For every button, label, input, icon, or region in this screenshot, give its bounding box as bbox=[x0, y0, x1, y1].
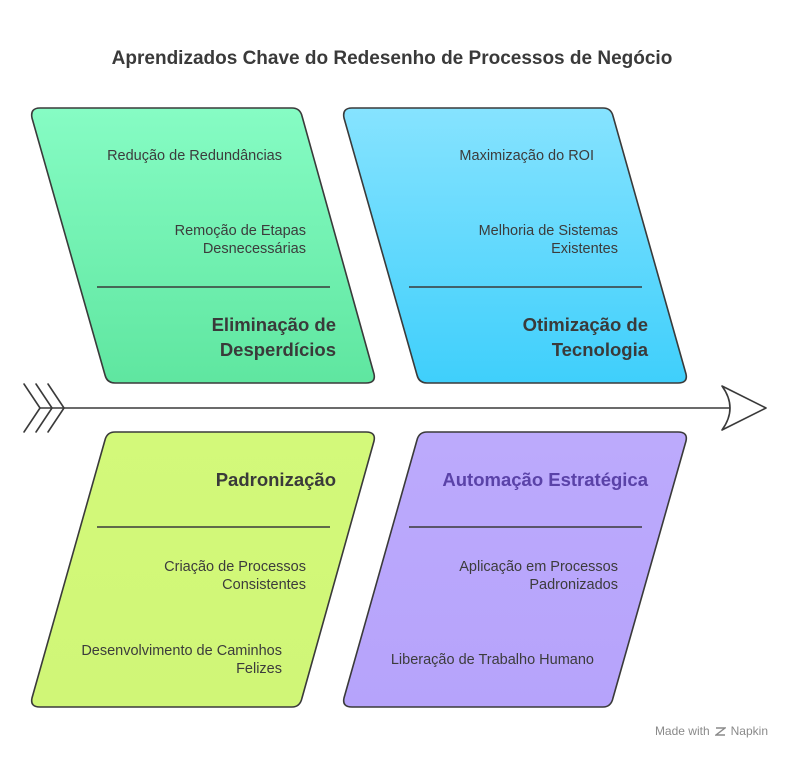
panel-shape-otimizacao bbox=[342, 107, 688, 384]
item-reducao-redundancias: Redução de Redundâncias bbox=[107, 148, 282, 164]
heading-otimizacao-tecnologia: Otimização de Tecnologia bbox=[522, 314, 648, 360]
napkin-logo-icon bbox=[714, 726, 726, 736]
made-with-napkin-credit[interactable]: Made with Napkin bbox=[655, 724, 768, 738]
heading-padronizacao: Padronização bbox=[215, 469, 336, 490]
panel-shape-automacao bbox=[342, 431, 688, 708]
item-aplicacao-processos: Aplicação em Processos Padronizados bbox=[459, 559, 618, 593]
heading-eliminacao-desperdicios: Eliminação de Desperdícios bbox=[211, 314, 336, 360]
item-caminhos-felizes: Desenvolvimento de Caminhos Felizes bbox=[81, 643, 282, 677]
panel-shape-padronizacao bbox=[30, 431, 376, 708]
item-maximizacao-roi: Maximização do ROI bbox=[459, 148, 594, 164]
item-liberacao-trabalho: Liberação de Trabalho Humano bbox=[390, 652, 594, 668]
made-with-label: Made with bbox=[654, 724, 710, 738]
heading-automacao-estrategica: Automação Estratégica bbox=[442, 469, 648, 490]
napkin-brand-label: Napkin bbox=[730, 724, 768, 738]
panel-shape-eliminacao bbox=[30, 107, 376, 384]
item-remocao-etapas: Remoção de Etapas Desnecessárias bbox=[174, 223, 306, 257]
item-criacao-processos: Criação de Processos Consistentes bbox=[164, 559, 306, 593]
item-melhoria-sistemas: Melhoria de Sistemas Existentes bbox=[478, 223, 618, 257]
page-title: Aprendizados Chave do Redesenho de Proce… bbox=[111, 48, 673, 69]
spine-arrow bbox=[23, 383, 767, 433]
